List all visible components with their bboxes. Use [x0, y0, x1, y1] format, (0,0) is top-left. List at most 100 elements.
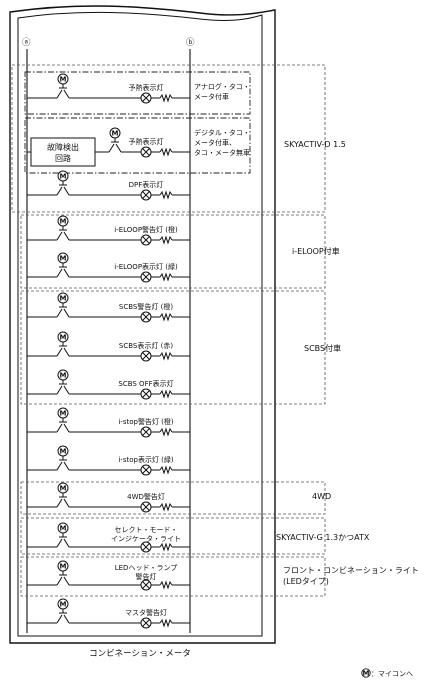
microcomputer-icon: [57, 215, 69, 227]
microcomputer-mark: M: [112, 130, 119, 138]
transistor-emitter: [56, 89, 63, 99]
resistor-icon: [159, 190, 173, 200]
lamp-label: i-stop警告灯 (橙): [118, 417, 174, 426]
resistor-icon: [159, 542, 173, 552]
resistor-icon: [159, 351, 173, 361]
lamp-circuit-3: M DPF表示灯: [27, 170, 190, 201]
group-label-scbs: SCBS付車: [304, 343, 341, 353]
transistor-collector: [63, 461, 70, 471]
sub-frames: [24, 71, 251, 174]
transistor-collector: [63, 614, 70, 624]
transistor-emitter: [56, 308, 63, 318]
group-label-front-light-2: (LEDタイプ): [283, 577, 329, 586]
lamp-cross-2: [142, 581, 150, 589]
transistor-collector: [63, 498, 70, 508]
lamp-label: 警告灯: [136, 572, 157, 581]
bus-a-label: ⓐ: [22, 38, 31, 48]
resistor-icon: [159, 427, 173, 437]
transistor-emitter: [56, 423, 63, 433]
lamp-cross-2: [142, 428, 150, 436]
lamp-circuit-8: M SCBS OFF表示灯: [27, 369, 190, 400]
transistor-emitter: [56, 186, 63, 196]
lamp-circuit-2: M 予熱表示灯: [95, 127, 190, 158]
transistor-emitter: [56, 576, 63, 586]
resistor-icon: [159, 235, 173, 245]
sub-note-digital-3: タコ・メータ無車: [194, 148, 250, 157]
microcomputer-icon: [57, 170, 69, 182]
meter-caption: コンビネーション・メータ: [89, 649, 191, 659]
lamp-label: i-ELOOP警告灯 (橙): [114, 225, 178, 234]
microcomputer-mark: M: [60, 76, 67, 84]
lamp-circuit-4: Mi-ELOOP警告灯 (橙): [27, 215, 190, 246]
resistor-icon: [159, 389, 173, 399]
failure-detection-label-2: 回路: [55, 153, 71, 163]
lamp-label: 4WD警告灯: [127, 492, 165, 501]
lamp-label: i-stop表示灯 (緑): [118, 455, 174, 464]
microcomputer-icon: [109, 127, 121, 139]
microcomputer-icon: [57, 482, 69, 494]
legend-m-mark: M: [363, 670, 370, 678]
transistor-emitter: [56, 347, 63, 357]
lamp-cross-2: [142, 466, 150, 474]
microcomputer-mark: M: [60, 563, 67, 571]
transistor-collector: [63, 268, 70, 278]
transistor-collector: [63, 89, 70, 99]
microcomputer-icon: [57, 560, 69, 572]
microcomputer-mark: M: [60, 372, 67, 380]
group-label-skyactiv-g: SKYACTIV-G 1.3かつATX: [276, 533, 370, 542]
microcomputer-mark: M: [60, 485, 67, 493]
transistor-emitter: [108, 143, 115, 153]
resistor-icon: [159, 618, 173, 628]
transistor-collector: [115, 143, 122, 153]
lamp-label: SCBS OFF表示灯: [118, 379, 173, 388]
legend-text: ：マイコンへ: [371, 670, 413, 678]
lamp-cross-2: [142, 543, 150, 551]
resistor-icon: [159, 580, 173, 590]
transistor-collector: [63, 186, 70, 196]
lamp-circuit-10: Mi-stop表示灯 (緑): [27, 445, 190, 476]
lamp-label: LEDヘッド・ランプ: [115, 564, 178, 572]
lamp-cross-2: [142, 390, 150, 398]
transistor-collector: [63, 308, 70, 318]
lamp-label: SCBS警告灯 (橙): [119, 302, 173, 311]
sub-note-analog-1: アナログ・タコ・: [194, 82, 250, 91]
transistor-emitter: [56, 385, 63, 395]
transistor-collector: [63, 347, 70, 357]
lamp-label: DPF表示灯: [129, 180, 164, 189]
microcomputer-icon: [57, 369, 69, 381]
resistor-icon: [159, 272, 173, 282]
failure-detection-label-1: 故障検出: [47, 142, 79, 152]
transistor-collector: [63, 576, 70, 586]
microcomputer-icon: [57, 292, 69, 304]
microcomputer-icon: [57, 331, 69, 343]
transistor-emitter: [56, 614, 63, 624]
microcomputer-mark: M: [60, 525, 67, 533]
microcomputer-mark: M: [60, 255, 67, 263]
transistor-emitter: [56, 461, 63, 471]
sub-note-analog-2: メータ付車: [194, 92, 229, 101]
sub-note-digital-2: メータ付車、: [194, 138, 236, 147]
group-label-front-light-1: フロント・コンビネーション・ライト: [283, 566, 419, 575]
lamp-label: 予熱表示灯: [129, 137, 164, 146]
lamp-cross-2: [142, 503, 150, 511]
transistor-collector: [63, 385, 70, 395]
microcomputer-icon: [57, 407, 69, 419]
resistor-icon: [159, 93, 173, 103]
microcomputer-icon: [57, 445, 69, 457]
lamp-circuit-6: M SCBS警告灯 (橙): [27, 292, 190, 323]
transistor-emitter: [56, 538, 63, 548]
meter-inner-frame: [17, 11, 263, 637]
lamp-label: セレクト・モード・: [115, 526, 178, 534]
lamp-cross-2: [142, 352, 150, 360]
lamp-circuit-5: Mi-ELOOP表示灯 (緑): [27, 252, 190, 283]
lamp-label: 予熱表示灯: [129, 83, 164, 92]
lamp-label: マスタ警告灯: [125, 608, 167, 617]
lamp-cross-2: [142, 236, 150, 244]
microcomputer-mark: M: [60, 173, 67, 181]
microcomputer-mark: M: [60, 295, 67, 303]
resistor-icon: [159, 465, 173, 475]
